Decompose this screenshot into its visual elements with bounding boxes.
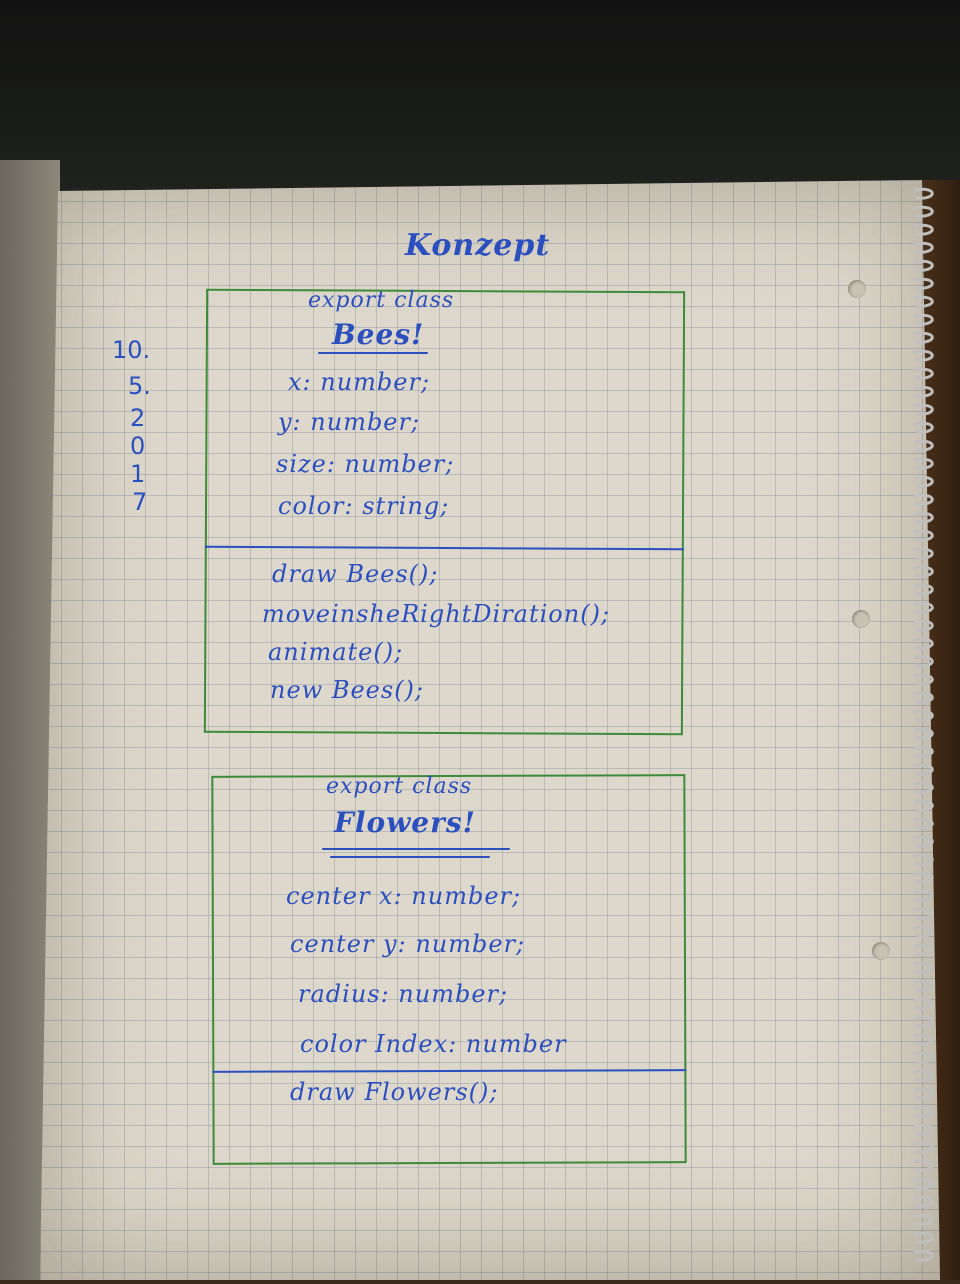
spiral-coil bbox=[913, 529, 934, 542]
class-header: export class bbox=[308, 288, 455, 313]
spiral-coil bbox=[913, 1195, 934, 1208]
margin-number: 7 bbox=[132, 488, 148, 516]
spiral-coil bbox=[913, 817, 934, 830]
class-name: Flowers! bbox=[334, 806, 476, 839]
spiral-coil bbox=[913, 745, 934, 758]
spiral-coil bbox=[913, 349, 934, 362]
spiral-coil bbox=[913, 259, 934, 272]
spiral-coil bbox=[913, 313, 934, 326]
class-field: size: number; bbox=[276, 450, 455, 478]
spiral-coil bbox=[913, 619, 934, 632]
spiral-coil bbox=[913, 907, 934, 920]
class-name-underline bbox=[322, 848, 510, 850]
class-divider bbox=[212, 1069, 687, 1073]
spiral-coil bbox=[913, 961, 934, 974]
class-name-underline bbox=[330, 856, 490, 858]
spiral-coil bbox=[913, 673, 934, 686]
spiral-binding-graphic bbox=[913, 187, 934, 1262]
spiral-coil bbox=[913, 889, 934, 902]
punch-hole bbox=[872, 942, 890, 960]
spiral-coil bbox=[913, 241, 934, 254]
class-header: export class bbox=[326, 774, 473, 799]
spiral-coil bbox=[913, 295, 934, 308]
punch-hole bbox=[848, 280, 866, 298]
spiral-binding bbox=[910, 180, 940, 1280]
spiral-coil bbox=[913, 403, 934, 416]
page-title: Konzept bbox=[405, 228, 551, 263]
spiral-coil bbox=[913, 1015, 934, 1028]
spiral-coil bbox=[913, 601, 934, 614]
spiral-coil bbox=[913, 799, 934, 812]
spiral-coil bbox=[913, 1123, 934, 1136]
spiral-coil bbox=[913, 439, 934, 452]
class-field: color: string; bbox=[278, 492, 450, 520]
spiral-coil bbox=[913, 1087, 934, 1100]
spiral-coil bbox=[913, 925, 934, 938]
spiral-coil bbox=[913, 1213, 934, 1226]
spiral-coil bbox=[913, 835, 934, 848]
spiral-coil bbox=[913, 583, 934, 596]
spiral-coil bbox=[913, 331, 934, 344]
spiral-coil bbox=[913, 763, 934, 776]
margin-number: 5. bbox=[128, 372, 151, 400]
margin-number: 10. bbox=[112, 336, 151, 364]
class-field: y: number; bbox=[278, 408, 421, 436]
spiral-coil bbox=[913, 853, 934, 866]
spiral-coil bbox=[913, 1177, 934, 1190]
margin-number: 0 bbox=[130, 432, 146, 460]
class-method: animate(); bbox=[268, 638, 404, 666]
spiral-coil bbox=[913, 367, 934, 380]
spiral-coil bbox=[913, 979, 934, 992]
class-field: color Index: number bbox=[300, 1030, 567, 1058]
punch-hole bbox=[852, 610, 870, 628]
spiral-coil bbox=[913, 781, 934, 794]
spiral-coil bbox=[913, 1231, 934, 1244]
spiral-coil bbox=[913, 1249, 934, 1262]
margin-number: 1 bbox=[130, 460, 146, 488]
class-method: draw Bees(); bbox=[272, 560, 439, 588]
spiral-coil bbox=[913, 493, 934, 506]
class-method: new Bees(); bbox=[270, 676, 425, 704]
spiral-coil bbox=[913, 637, 934, 650]
spiral-coil bbox=[913, 691, 934, 704]
class-field: x: number; bbox=[288, 368, 431, 396]
notebook-paper bbox=[40, 180, 940, 1280]
spiral-coil bbox=[913, 421, 934, 434]
class-name-underline bbox=[318, 352, 428, 354]
spiral-coil bbox=[913, 475, 934, 488]
class-name: Bees! bbox=[332, 318, 425, 351]
spiral-coil bbox=[913, 1051, 934, 1064]
spiral-coil bbox=[913, 871, 934, 884]
spiral-coil bbox=[913, 511, 934, 524]
spiral-coil bbox=[913, 1069, 934, 1082]
class-method: moveinsheRightDiration(); bbox=[262, 600, 611, 628]
spiral-coil bbox=[913, 385, 934, 398]
spiral-coil bbox=[913, 1033, 934, 1046]
spiral-coil bbox=[913, 457, 934, 470]
margin-number: 2 bbox=[130, 404, 146, 432]
spiral-coil bbox=[913, 223, 934, 236]
spiral-coil bbox=[913, 997, 934, 1010]
spiral-coil bbox=[913, 277, 934, 290]
spiral-coil bbox=[913, 1141, 934, 1154]
spiral-coil bbox=[913, 187, 934, 200]
spiral-coil bbox=[913, 709, 934, 722]
spiral-coil bbox=[913, 943, 934, 956]
class-method: draw Flowers(); bbox=[290, 1078, 499, 1106]
class-field: center y: number; bbox=[290, 930, 526, 958]
spiral-coil bbox=[913, 205, 934, 218]
spiral-coil bbox=[913, 547, 934, 560]
class-field: radius: number; bbox=[298, 980, 509, 1008]
spiral-coil bbox=[913, 1159, 934, 1172]
spiral-coil bbox=[913, 655, 934, 668]
spiral-coil bbox=[913, 565, 934, 578]
spiral-coil bbox=[913, 727, 934, 740]
class-field: center x: number; bbox=[286, 882, 522, 910]
spiral-coil bbox=[913, 1105, 934, 1118]
class-divider bbox=[204, 545, 684, 551]
